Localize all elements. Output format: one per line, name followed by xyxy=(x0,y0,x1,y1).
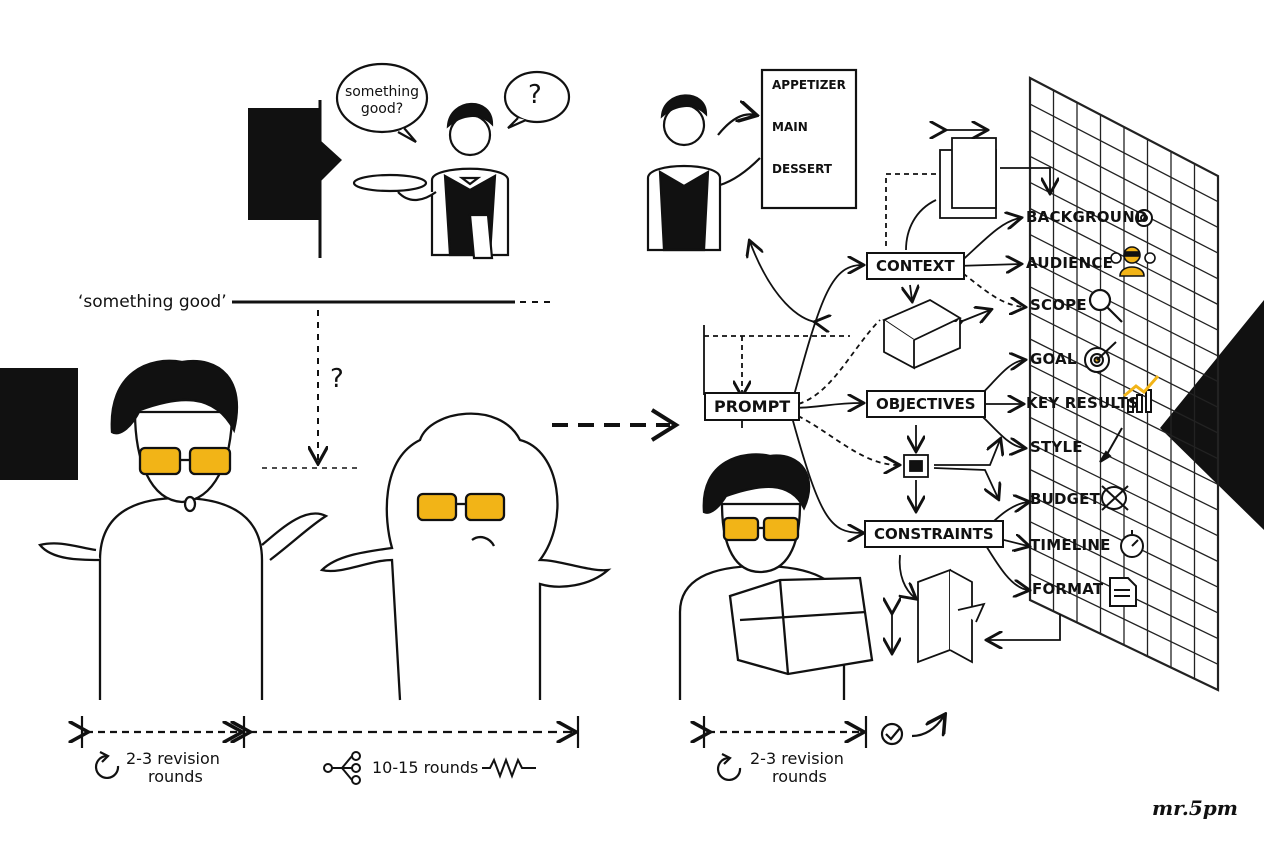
chip-icon xyxy=(903,454,929,478)
grid-wall xyxy=(1028,76,1220,692)
context-box: CONTEXT xyxy=(866,252,965,280)
wall-block-left xyxy=(0,368,78,480)
signature: mr.5pm xyxy=(1152,796,1238,820)
paintbrush-icon xyxy=(1099,427,1123,463)
squiggle-icon xyxy=(482,757,536,779)
rounds-middle-label: 10-15 rounds xyxy=(372,758,479,777)
revision-icon-right xyxy=(716,753,742,782)
item-budget: BUDGET xyxy=(1030,490,1101,508)
item-format: FORMAT xyxy=(1032,580,1104,598)
waiter-with-menu-illustration xyxy=(646,68,858,252)
waiter-speech-bubble: something good? xyxy=(344,84,420,118)
man-shrugging-illustration xyxy=(37,359,329,700)
branch-icon xyxy=(323,751,361,785)
rounds-right-label: 2-3 revision rounds xyxy=(750,750,844,786)
item-timeline: TIMELINE xyxy=(1030,536,1111,554)
menu-main: MAIN xyxy=(772,120,808,134)
item-style: STYLE xyxy=(1030,438,1083,456)
gap-question-mark: ? xyxy=(330,364,344,394)
wall-block-right xyxy=(1160,300,1264,530)
item-key-results: KEY RESULTS xyxy=(1026,394,1140,412)
wall-block-top xyxy=(248,108,342,220)
prompt-box: PROMPT xyxy=(704,392,801,421)
cloud-ai-shrugging-illustration xyxy=(319,412,612,701)
item-goal: GOAL xyxy=(1030,350,1077,368)
check-circle-icon xyxy=(880,716,944,746)
menu-appetizer: APPETIZER xyxy=(772,78,846,92)
rounds-left-line-2: rounds xyxy=(148,767,203,786)
waiter-confused-illustration xyxy=(335,62,571,260)
audience-icon xyxy=(1110,246,1156,277)
document-icon xyxy=(1109,577,1137,607)
stopwatch-icon xyxy=(1120,530,1144,558)
speech-line-2: good? xyxy=(360,101,404,117)
speech-line-1: something xyxy=(344,84,420,100)
rounds-right-line-1: 2-3 revision xyxy=(750,749,844,768)
context-component-icon xyxy=(940,130,997,219)
magnifier-icon xyxy=(1088,288,1123,323)
constraints-component-icon xyxy=(892,568,986,664)
item-background: BACKGROUND xyxy=(1026,208,1148,226)
menu-dessert: DESSERT xyxy=(772,162,832,176)
item-scope: SCOPE xyxy=(1030,296,1087,314)
target-icon xyxy=(1084,341,1117,373)
rounds-right-line-2: rounds xyxy=(772,767,827,786)
item-audience: AUDIENCE xyxy=(1026,254,1114,272)
gear-icon xyxy=(1135,209,1153,227)
waiter-question-mark: ? xyxy=(528,80,542,110)
rounds-left-line-1: 2-3 revision xyxy=(126,749,220,768)
revision-icon-left xyxy=(94,751,120,780)
cable-block-icon xyxy=(882,298,962,370)
vague-request-label: ‘something good’ xyxy=(78,292,227,312)
man-reading-map-illustration xyxy=(678,453,874,700)
budget-icon xyxy=(1101,485,1129,511)
constraints-box: CONSTRAINTS xyxy=(864,520,1004,548)
objectives-box: OBJECTIVES xyxy=(866,390,986,418)
growth-chart-icon xyxy=(1123,375,1160,413)
rounds-left-label: 2-3 revision rounds xyxy=(126,750,220,786)
